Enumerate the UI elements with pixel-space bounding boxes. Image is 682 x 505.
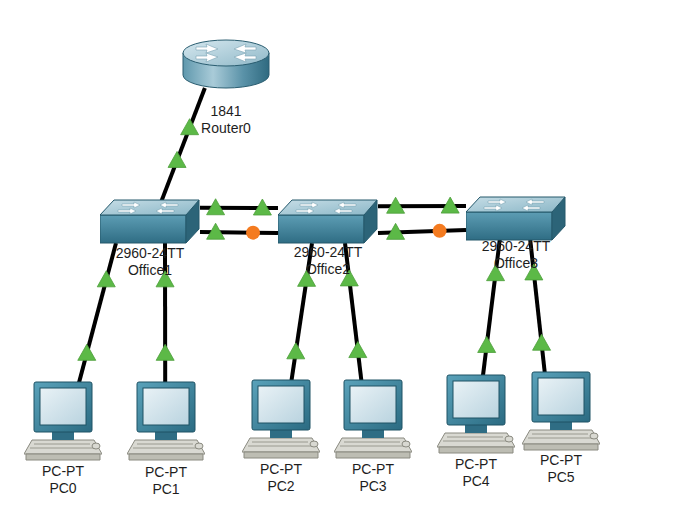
device-name: PC2: [267, 478, 294, 495]
network-link: [77, 243, 116, 390]
link-status-up: [78, 344, 96, 360]
device-name: Office3: [494, 255, 538, 272]
link-status-up: [168, 151, 186, 167]
network-link: [160, 88, 205, 205]
pc-icon: [334, 378, 412, 462]
switch-node: 2960-24TTOffice1: [100, 198, 200, 279]
switch-node: 2960-24TTOffice3: [466, 195, 566, 272]
device-model: 2960-24TT: [482, 238, 550, 255]
device-model: PC-PT: [540, 452, 582, 469]
link-status-up: [387, 197, 405, 213]
link-status-blocked: [433, 224, 447, 238]
pc-node: PC-PTPC0: [24, 380, 102, 497]
link-status-up: [207, 223, 225, 239]
router-icon: [182, 38, 270, 90]
device-name: PC5: [547, 469, 574, 486]
link-status-up: [97, 271, 115, 287]
link-status-up: [533, 334, 551, 350]
device-name: PC3: [359, 478, 386, 495]
link-status-up: [181, 119, 199, 135]
pc-node: PC-PTPC4: [437, 373, 515, 490]
pc-icon: [127, 380, 205, 464]
device-icon: [127, 380, 205, 464]
device-model: PC-PT: [145, 464, 187, 481]
device-icon: [278, 198, 378, 244]
pc-node: PC-PTPC2: [242, 378, 320, 495]
device-icon: [466, 195, 566, 241]
device-name: Router0: [201, 120, 251, 137]
link-status-up: [478, 336, 496, 352]
device-model: PC-PT: [260, 461, 302, 478]
pc-node: PC-PTPC5: [522, 370, 600, 486]
device-name: Office1: [128, 262, 172, 279]
device-model: PC-PT: [42, 463, 84, 480]
device-icon: [522, 370, 600, 454]
device-name: PC4: [462, 473, 489, 490]
device-icon: [334, 378, 412, 462]
switch-icon: [100, 198, 200, 244]
device-model: 1841: [210, 103, 241, 120]
link-status-up: [156, 344, 174, 360]
device-model: 2960-24TT: [294, 244, 362, 261]
switch-node: 2960-24TTOffice2: [278, 198, 378, 278]
device-model: PC-PT: [352, 461, 394, 478]
device-model: 2960-24TT: [116, 245, 184, 262]
router-node: 1841Router0: [182, 38, 270, 137]
device-icon: [100, 198, 200, 244]
device-icon: [24, 380, 102, 464]
switch-icon: [466, 195, 566, 241]
link-status-up: [387, 223, 405, 239]
link-status-blocked: [246, 226, 260, 240]
device-icon: [437, 373, 515, 457]
switch-icon: [278, 198, 378, 244]
device-name: PC0: [49, 480, 76, 497]
device-name: PC1: [152, 481, 179, 498]
device-icon: [242, 378, 320, 462]
pc-icon: [24, 380, 102, 464]
pc-icon: [242, 378, 320, 462]
device-model: PC-PT: [455, 456, 497, 473]
link-status-up: [349, 342, 367, 358]
pc-node: PC-PTPC3: [334, 378, 412, 495]
link-status-up: [287, 343, 305, 359]
device-icon: [182, 38, 270, 90]
pc-node: PC-PTPC1: [127, 380, 205, 498]
pc-icon: [437, 373, 515, 457]
link-status-up: [207, 199, 225, 215]
device-name: Office2: [306, 261, 350, 278]
pc-icon: [522, 370, 600, 454]
link-status-up: [441, 197, 459, 213]
link-status-up: [253, 199, 271, 215]
